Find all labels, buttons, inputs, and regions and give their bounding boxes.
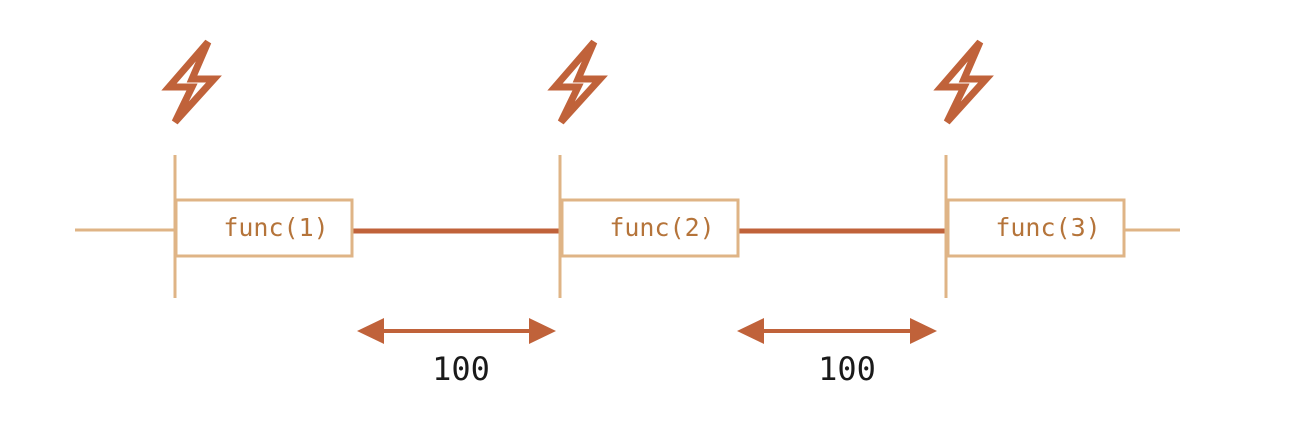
call-box-1 [174,198,354,258]
lightning-icon [547,39,608,125]
arrow-right-icon [910,318,937,344]
gap-arrow-1 [357,318,556,344]
call-label-1: func(1) [223,213,328,242]
call-group-2: func(2) [547,39,740,298]
gap-label-2: 100 [818,350,876,388]
call-label-2: func(2) [609,213,714,242]
call-label-3: func(3) [995,213,1100,242]
lightning-icon [161,39,222,125]
lightning-icon [933,39,994,125]
call-group-3: func(3) [933,39,1126,298]
gap-label-1: 100 [432,350,490,388]
gap-arrow-2 [737,318,937,344]
call-box-2 [560,198,740,258]
call-box-3 [946,198,1126,258]
arrow-right-icon [529,318,556,344]
arrow-left-icon [737,318,764,344]
call-group-1: func(1) [161,39,354,298]
arrow-left-icon [357,318,384,344]
